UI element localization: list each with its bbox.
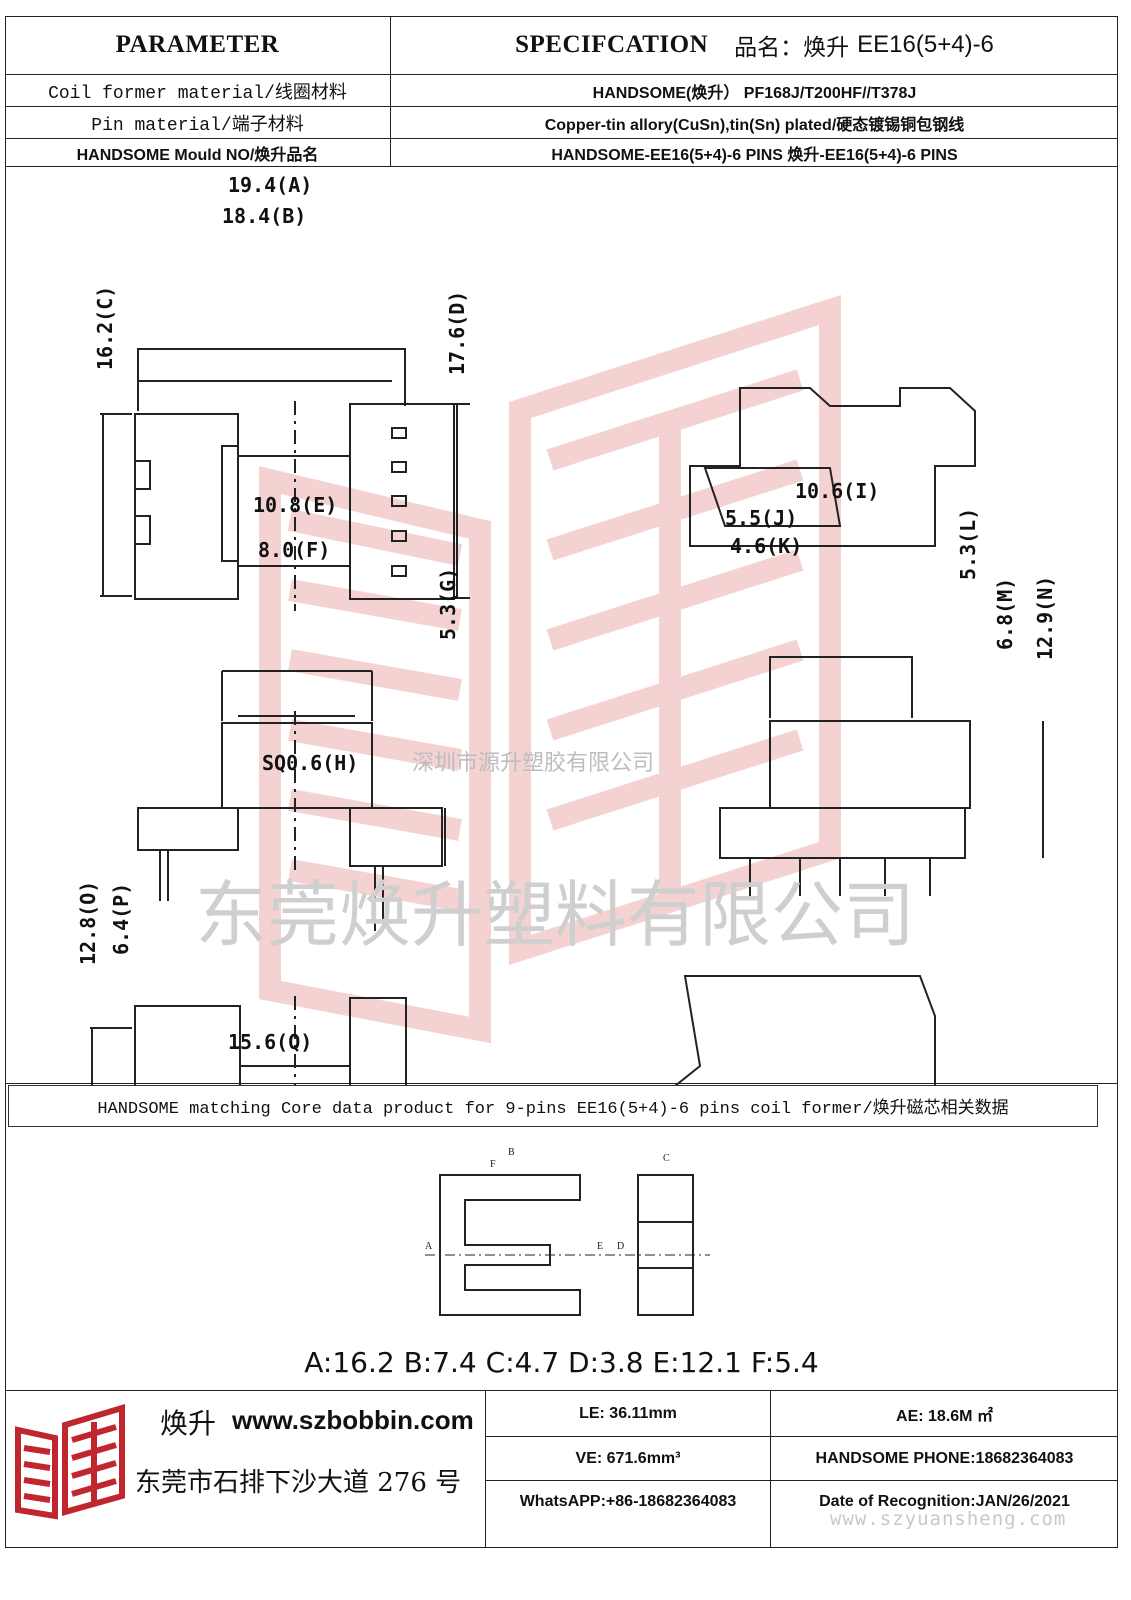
dim-f: 8.0(F) <box>258 538 330 562</box>
specification-heading: SPECIFCATION 品名： 焕升 EE16(5+4)-6 <box>391 16 1118 74</box>
core-letter-c: C <box>663 1153 670 1164</box>
divider <box>5 106 1118 107</box>
company-logo-icon <box>15 1403 125 1520</box>
dim-k: 4.6(K) <box>730 534 802 558</box>
whatsapp-value: WhatsAPP:+86-18682364083 <box>519 1493 737 1510</box>
mould-no-value: HANDSOME-EE16(5+4)-6 PINS 焕升-EE16(5+4)-6… <box>551 146 958 164</box>
watermark-text-large: 东莞焕升塑料有限公司 <box>195 873 915 957</box>
core-letter-e: E <box>597 1241 603 1252</box>
le-value: LE: 36.11mm <box>579 1404 677 1422</box>
footer-brand: 焕升 <box>160 1407 217 1440</box>
mould-no-label: HANDSOME Mould NO/焕升品名 <box>76 146 319 164</box>
dim-m: 6.8(M) <box>993 578 1017 650</box>
divider <box>5 138 1118 139</box>
core-letter-a: A <box>425 1241 433 1252</box>
core-title-box <box>8 1085 1098 1127</box>
dim-g: 5.3(G) <box>436 568 460 640</box>
dim-p: 6.4(P) <box>109 883 133 955</box>
phone-value: HANDSOME PHONE:18682364083 <box>815 1449 1074 1467</box>
core-letter-b: B <box>508 1147 515 1158</box>
dim-j: 5.5(J) <box>725 506 797 530</box>
footer-address: 东莞市石排下沙大道 276 号 <box>135 1468 462 1498</box>
dim-l: 5.3(L) <box>956 508 980 580</box>
dim-c: 16.2(C) <box>93 286 117 370</box>
divider <box>5 1083 1118 1084</box>
divider <box>770 1390 771 1548</box>
footer-website: www.szbobbin.com <box>232 1405 474 1435</box>
coil-material-label: Coil former material/线圈材料 <box>48 83 347 104</box>
dim-o: 12.8(O) <box>76 881 100 965</box>
core-letter-f: F <box>490 1159 496 1170</box>
divider <box>5 166 1118 167</box>
divider <box>485 1436 1118 1437</box>
divider <box>5 1390 1118 1391</box>
dim-d: 17.6(D) <box>445 291 469 375</box>
core-letter-d: D <box>617 1241 624 1252</box>
dim-i: 10.6(I) <box>795 479 879 503</box>
spec-sheet-frame <box>5 16 1118 1548</box>
dim-h: SQ0.6(H) <box>262 751 358 775</box>
product-model: EE16(5+4)-6 <box>857 31 994 58</box>
coil-material-value: HANDSOME(焕升） PF168J/T200HF//T378J <box>592 84 917 102</box>
date-value: Date of Recognition:JAN/26/2021 <box>819 1493 1070 1510</box>
divider <box>485 1390 486 1548</box>
core-section-title: HANDSOME matching Core data product for … <box>97 1100 1009 1119</box>
divider <box>390 16 391 166</box>
product-name-label: 品名： <box>734 35 804 61</box>
dim-n: 12.9(N) <box>1033 576 1057 660</box>
divider <box>5 74 1118 75</box>
divider <box>485 1480 1118 1481</box>
dim-b: 18.4(B) <box>222 204 306 228</box>
dim-q: 15.6(Q) <box>228 1030 312 1054</box>
core-diagram: A B C D E F <box>425 1147 710 1316</box>
pin-material-label: Pin material/端子材料 <box>91 115 304 136</box>
footer-site-watermark: www.szyuansheng.com <box>830 1508 1067 1530</box>
dimension-labels: 19.4(A) 18.4(B) 16.2(C) 17.6(D) 10.8(E) … <box>76 173 1057 1054</box>
pin-material-value: Copper-tin allory(CuSn),tin(Sn) plated/硬… <box>544 116 965 134</box>
ae-value: AE: 18.6M ㎡ <box>896 1407 993 1425</box>
technical-drawing <box>90 348 1044 1086</box>
parameter-heading: PARAMETER <box>115 31 280 58</box>
watermark-logo <box>259 294 841 1044</box>
product-brand: 焕升 <box>803 35 850 61</box>
dim-e: 10.8(E) <box>253 493 337 517</box>
core-values: A:16.2 B:7.4 C:4.7 D:3.8 E:12.1 F:5.4 <box>304 1345 819 1379</box>
dim-a: 19.4(A) <box>228 173 312 197</box>
ve-value: VE: 671.6mm³ <box>575 1449 681 1467</box>
watermark-text-small: 深圳市源升塑胶有限公司 <box>412 751 654 776</box>
